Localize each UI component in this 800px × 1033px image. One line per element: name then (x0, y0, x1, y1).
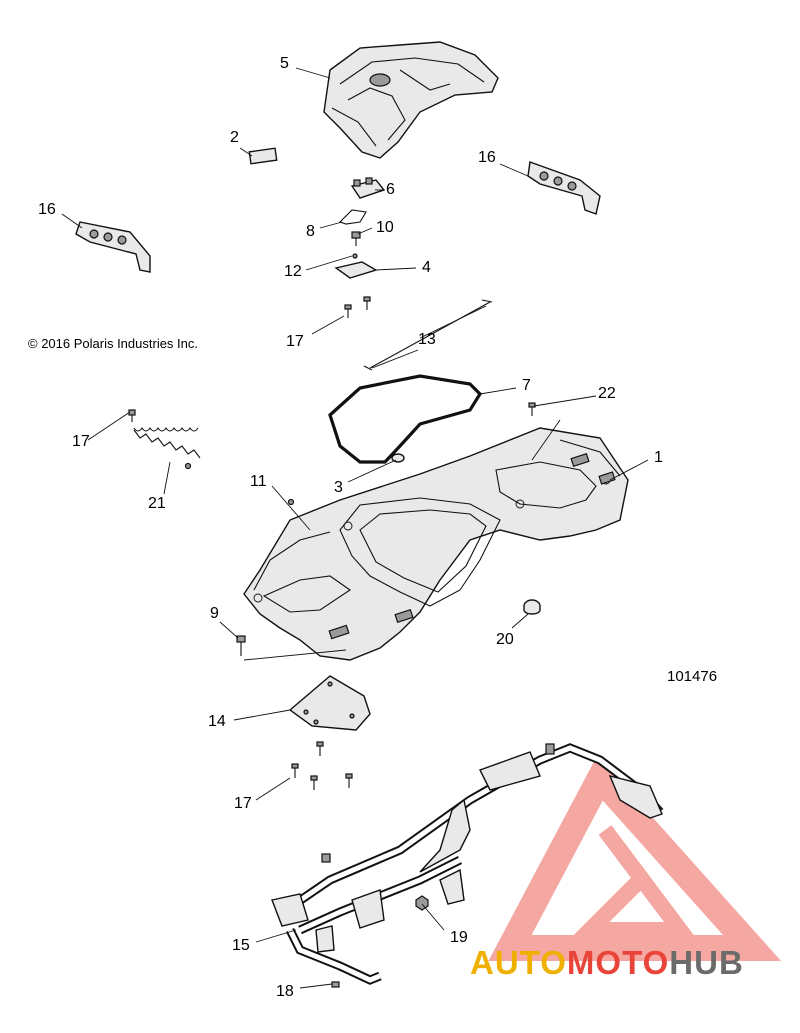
callout-11: 11 (250, 473, 267, 490)
leader-lines (61, 67, 649, 989)
fastener-part-10 (351, 231, 361, 246)
copyright-text: © 2016 Polaris Industries Inc. (28, 336, 198, 351)
rod-part-13 (363, 299, 493, 371)
callout-19: 19 (450, 929, 468, 946)
callout-16-left: 16 (38, 201, 56, 218)
frame-part-15 (271, 743, 664, 985)
callout-13: 13 (418, 331, 436, 348)
rack-part-1 (243, 427, 629, 661)
plate-part-4 (334, 261, 378, 279)
callout-7: 7 (522, 377, 531, 394)
seal-part-7 (328, 374, 483, 464)
callout-6: 6 (386, 181, 395, 198)
callout-14: 14 (208, 713, 226, 730)
screw-part-11 (287, 498, 295, 506)
watermark-hub: HUB (669, 944, 744, 981)
spring-part-21 (133, 427, 201, 470)
latch-part-6 (350, 177, 386, 199)
callout-21: 21 (148, 495, 166, 512)
screw-part-22 (528, 402, 536, 416)
callout-20: 20 (496, 631, 514, 648)
callout-15: 15 (232, 937, 250, 954)
callout-18: 18 (276, 983, 294, 1000)
watermark-logo (488, 755, 782, 961)
storage-lid-part-5 (323, 41, 499, 159)
callout-2: 2 (230, 129, 239, 146)
callout-1: 1 (654, 449, 663, 466)
callout-4: 4 (422, 259, 431, 276)
callout-9: 9 (210, 605, 219, 622)
screw-part-17-lower (291, 741, 353, 790)
callout-22: 22 (598, 385, 616, 402)
bracket-part-16-right (527, 161, 601, 215)
screw-part-18 (331, 981, 340, 988)
callout-17-upper: 17 (286, 333, 304, 350)
nut-part-19 (415, 895, 429, 911)
callout-17-left: 17 (72, 433, 90, 450)
callout-8: 8 (306, 223, 315, 240)
screw-part-17-upper (344, 296, 371, 318)
callout-10: 10 (376, 219, 394, 236)
callout-12: 12 (284, 263, 302, 280)
clip-part-8 (338, 209, 367, 225)
bracket-part-16-left (75, 221, 151, 273)
callout-5: 5 (280, 55, 289, 72)
callout-16-right: 16 (478, 149, 496, 166)
washer-part-12 (352, 253, 358, 259)
figure-number: 101476 (667, 668, 718, 685)
watermark-moto: MOTO (566, 944, 670, 981)
bolt-part-9 (236, 635, 246, 656)
callout-3: 3 (334, 479, 343, 496)
decal-part-2 (248, 147, 278, 165)
shield-part-14 (288, 675, 371, 731)
cap-part-20 (523, 599, 541, 615)
watermark-text: AUTOMOTOHUB (470, 944, 744, 982)
screw-part-17-left (128, 409, 136, 422)
watermark-auto: AUTO (470, 944, 567, 981)
callout-17-lower: 17 (234, 795, 252, 812)
